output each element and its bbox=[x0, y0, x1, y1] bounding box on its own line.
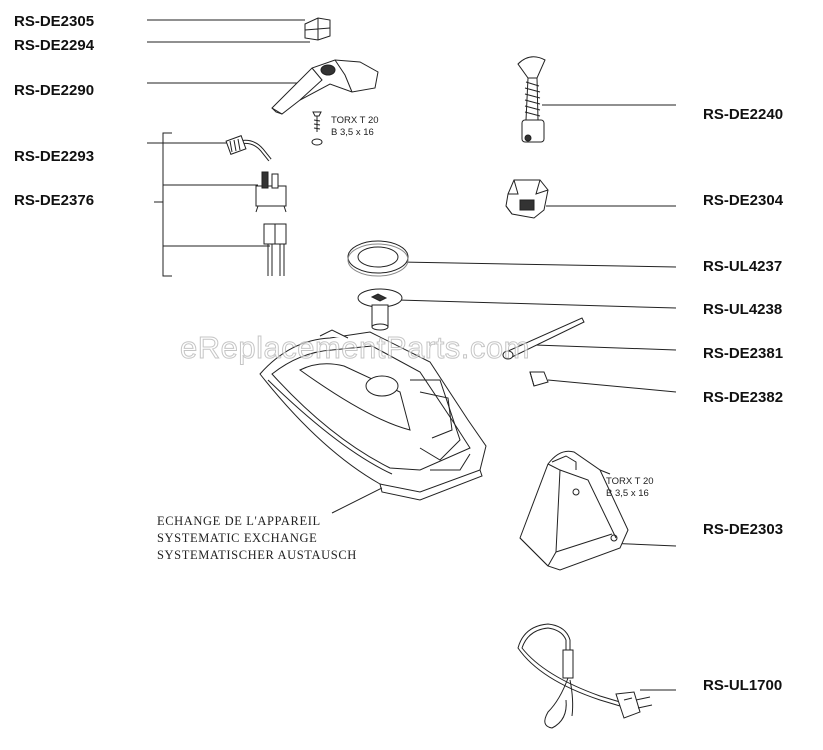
screw-spec-stand-line2: B 3,5 x 16 bbox=[606, 488, 649, 499]
exchange-note-en: SYSTEMATIC EXCHANGE bbox=[157, 531, 318, 545]
part-label-rs-de2290[interactable]: RS-DE2290 bbox=[14, 82, 95, 99]
screw-part bbox=[311, 111, 323, 146]
watermark-text: eReplacementParts.com bbox=[180, 330, 530, 366]
handle-lever-part bbox=[271, 59, 379, 115]
thermostat-lower-part bbox=[263, 223, 287, 276]
screw-spec-stand-line1: TORX T 20 bbox=[606, 476, 654, 487]
part-label-rs-de2376[interactable]: RS-DE2376 bbox=[14, 192, 95, 209]
clip-part bbox=[304, 17, 331, 41]
part-label-rs-de2294[interactable]: RS-DE2294 bbox=[14, 37, 95, 54]
ring-part bbox=[347, 240, 409, 277]
exchange-note-fr: ECHANGE DE L'APPAREIL bbox=[157, 514, 321, 528]
part-label-rs-ul4237[interactable]: RS-UL4237 bbox=[703, 258, 783, 275]
part-label-rs-ul4238[interactable]: RS-UL4238 bbox=[703, 301, 783, 318]
part-label-rs-de2240[interactable]: RS-DE2240 bbox=[703, 106, 784, 123]
part-label-rs-de2381[interactable]: RS-DE2381 bbox=[703, 345, 784, 362]
heel-stand-part bbox=[519, 450, 629, 571]
iron-body-part bbox=[259, 329, 487, 501]
cap-part bbox=[529, 371, 549, 387]
spring-knob-part bbox=[517, 56, 546, 143]
leader-de2381 bbox=[534, 344, 677, 351]
leader-de2382 bbox=[547, 379, 677, 393]
pin-part bbox=[502, 317, 585, 360]
part-label-rs-de2303[interactable]: RS-DE2303 bbox=[703, 521, 784, 538]
bracket-block-part bbox=[505, 179, 549, 219]
screw-spec-top-line2: B 3,5 x 16 bbox=[331, 127, 374, 138]
part-label-rs-de2304[interactable]: RS-DE2304 bbox=[703, 192, 784, 209]
leader-iron-exchange bbox=[331, 487, 383, 514]
leader-ul4238 bbox=[397, 299, 677, 309]
part-label-rs-de2293[interactable]: RS-DE2293 bbox=[14, 148, 95, 165]
screw-spec-stand: TORX T 20 B 3,5 x 16 bbox=[606, 476, 654, 500]
thermostat-upper-part bbox=[255, 171, 287, 213]
part-label-rs-ul1700[interactable]: RS-UL1700 bbox=[703, 677, 783, 694]
exchange-note: ECHANGE DE L'APPAREIL SYSTEMATIC EXCHANG… bbox=[157, 513, 357, 564]
valve-part bbox=[357, 288, 403, 331]
screw-spec-top-line1: TORX T 20 bbox=[331, 115, 379, 126]
power-cord-part bbox=[517, 623, 653, 729]
leader-ul4237 bbox=[399, 261, 677, 268]
part-label-rs-de2382[interactable]: RS-DE2382 bbox=[703, 389, 784, 406]
screw-spec-top: TORX T 20 B 3,5 x 16 bbox=[331, 115, 379, 139]
exchange-note-de: SYSTEMATISCHER AUSTAUSCH bbox=[157, 548, 357, 562]
tube-part bbox=[225, 135, 272, 162]
bracket-de2376 bbox=[154, 132, 172, 277]
part-label-rs-de2305[interactable]: RS-DE2305 bbox=[14, 13, 95, 30]
